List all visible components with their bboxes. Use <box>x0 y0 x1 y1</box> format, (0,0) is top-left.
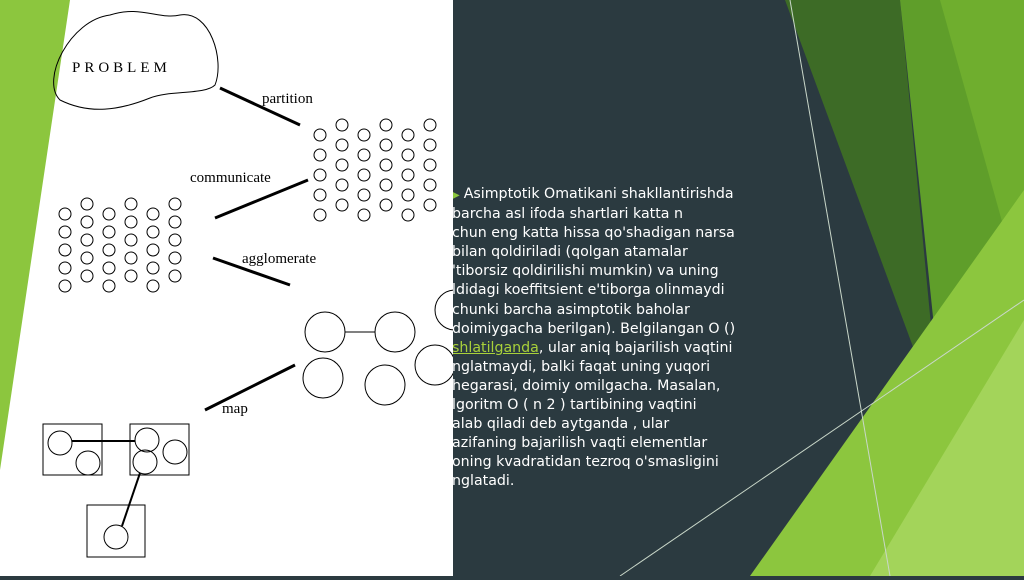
task-node <box>357 188 371 202</box>
comm-node <box>80 251 94 265</box>
text-line: hegarasi, doimiy omilgacha. Masalan, <box>452 377 721 394</box>
task-node <box>357 208 371 222</box>
task-node <box>379 138 393 152</box>
comm-node <box>80 233 94 247</box>
task-node <box>335 198 349 212</box>
comm-node <box>58 261 72 275</box>
agglomerate-label: agglomerate <box>242 251 316 267</box>
task-node <box>335 118 349 132</box>
comm-node <box>168 269 182 283</box>
comm-node <box>124 269 138 283</box>
green-triangle <box>785 0 940 420</box>
task-node <box>335 178 349 192</box>
comm-node <box>168 215 182 229</box>
task-node <box>313 148 327 162</box>
body-text: ▶Asimptotik Omatikani shakllantirishda b… <box>452 185 792 492</box>
task-node <box>401 128 415 142</box>
task-node <box>379 178 393 192</box>
partition-label: partition <box>262 91 313 107</box>
task-node <box>423 198 437 212</box>
text-line: shlatilganda, ular aniq bajarilish vaqti… <box>452 339 792 358</box>
task-node <box>379 158 393 172</box>
text-line: ▶Asimptotik Omatikani shakllantirishda <box>452 185 792 205</box>
comm-node <box>146 261 160 275</box>
task-node <box>313 208 327 222</box>
arrows <box>204 86 309 412</box>
text-line: chun eng katta hissa qo'shadigan narsa <box>452 225 735 242</box>
comm-node <box>80 197 94 211</box>
text-line: nglatadi. <box>452 473 515 490</box>
comm-node <box>146 279 160 293</box>
comm-node <box>102 279 116 293</box>
hyperlink[interactable]: shlatilganda <box>452 339 539 356</box>
text-line: ldidagi koeffitsient e'tiborga olinmaydi <box>452 282 725 299</box>
communication-graph <box>58 197 182 293</box>
comm-node <box>102 243 116 257</box>
text-line: lgoritm O ( n 2 ) tartibining vaqtini <box>452 397 697 414</box>
task-node <box>313 168 327 182</box>
text-line: 'tiborsiz qoldirilishi mumkin) va uning <box>452 263 719 280</box>
task-node <box>423 158 437 172</box>
task-node <box>401 148 415 162</box>
text-line: oning kvadratidan tezroq o'smasligini <box>452 454 719 471</box>
text-line: nglatmaydi, balki faqat uning yuqori <box>452 358 711 375</box>
task-node <box>401 208 415 222</box>
comm-node <box>146 207 160 221</box>
task-node <box>313 128 327 142</box>
comm-node <box>58 225 72 239</box>
partitioned-tasks <box>313 118 437 222</box>
text-line-content: Asimptotik Omatikani shakllantirishda <box>463 186 734 202</box>
map-label: map <box>222 401 248 417</box>
text-line: doimiygacha berilgan). Belgilangan O () <box>452 320 736 337</box>
comm-node <box>102 261 116 275</box>
green-triangle <box>870 320 1024 576</box>
comm-node <box>80 215 94 229</box>
comm-node <box>168 251 182 265</box>
task-node <box>357 148 371 162</box>
communicate-label: communicate <box>190 170 271 186</box>
task-node <box>313 188 327 202</box>
comm-node <box>58 279 72 293</box>
task-node <box>401 168 415 182</box>
task-node <box>379 118 393 132</box>
task-node <box>423 178 437 192</box>
text-line-content: , ular aniq bajarilish vaqtini <box>538 339 733 356</box>
comm-node <box>124 197 138 211</box>
task-node <box>401 188 415 202</box>
pcam-diagram-image: PROBLEM partition communicate agglomerat… <box>0 0 476 576</box>
task-node <box>357 128 371 142</box>
problem-label: PROBLEM <box>72 60 171 76</box>
task-node <box>379 198 393 212</box>
comm-node <box>102 225 116 239</box>
comm-node <box>146 243 160 257</box>
agglomerated-groups <box>302 289 476 406</box>
task-node <box>357 168 371 182</box>
comm-node <box>168 233 182 247</box>
comm-node <box>124 215 138 229</box>
mapped-processors <box>42 423 190 558</box>
problem-cloud <box>53 11 219 110</box>
text-line: azifaning bajarilish vaqti elementlar <box>452 435 708 452</box>
decor-line <box>619 299 1024 576</box>
comm-node <box>124 251 138 265</box>
green-strip <box>0 0 70 470</box>
comm-node <box>146 225 160 239</box>
comm-node <box>124 233 138 247</box>
comm-node <box>102 207 116 221</box>
triangle-bullet-icon: ▶ <box>452 190 460 201</box>
task-node <box>335 138 349 152</box>
comm-node <box>168 197 182 211</box>
text-line: alab qiladi deb aytganda , ular <box>452 416 670 433</box>
comm-node <box>58 207 72 221</box>
decor-line <box>789 0 891 576</box>
text-line: barcha asl ifoda shartlari katta n <box>452 206 683 223</box>
comm-node <box>80 269 94 283</box>
comm-node <box>58 243 72 257</box>
task-node <box>423 138 437 152</box>
task-node <box>423 118 437 132</box>
task-node <box>335 158 349 172</box>
text-line: bilan qoldiriladi (qolgan atamalar <box>452 244 688 261</box>
text-line: chunki barcha asimptotik baholar <box>452 301 690 318</box>
